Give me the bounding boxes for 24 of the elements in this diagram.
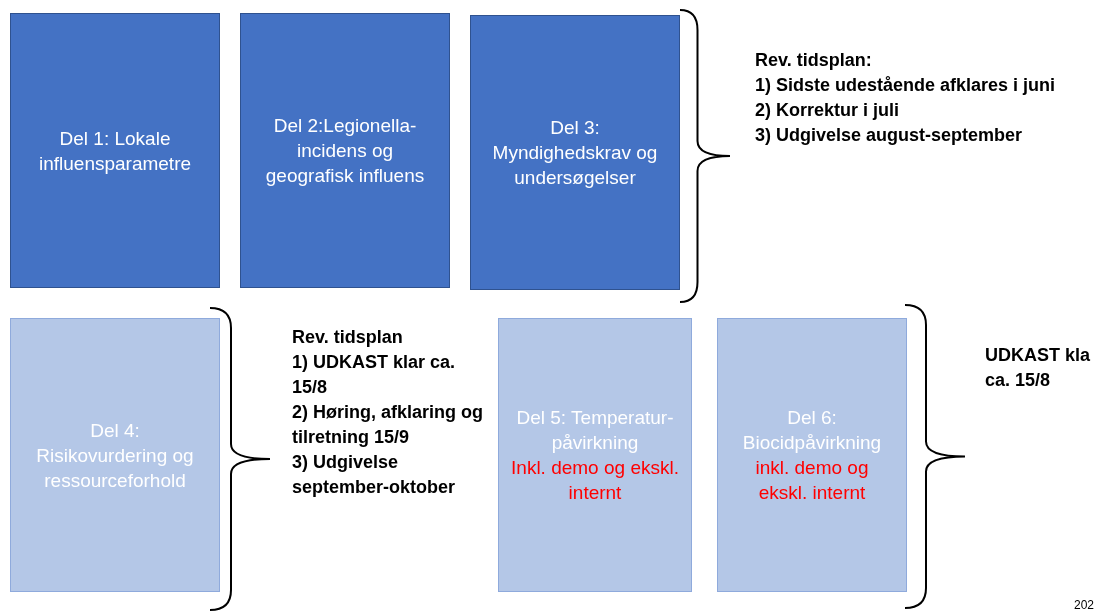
section-box: [10, 13, 220, 288]
section-box: [498, 318, 692, 592]
schedule-note: 3) Udgivelse august-september: [755, 124, 1024, 147]
schedule-note: Rev. tidsplan: [292, 326, 404, 349]
schedule-note: 1) Sidste udestående afklares i juni: [755, 74, 1057, 97]
section-box: [240, 13, 450, 288]
section-box: [470, 15, 680, 290]
section-box: [10, 318, 220, 592]
section-title: Del 5: Temperatur-påvirkning: [515, 406, 675, 455]
schedule-note: UDKAST kla ca. 15/8: [985, 344, 1092, 392]
schedule-note: 1) UDKAST klar ca. 15/8: [292, 351, 457, 399]
section-title: Del 2:Legionella-incidens og geografisk influens: [264, 114, 426, 188]
section-note: inkl. demo og ekskl. internt: [754, 456, 870, 505]
section-title: Del 4: Risikovurdering og ressourceforhold: [35, 418, 195, 493]
section-title: Del 1: Lokale influensparametre: [37, 126, 193, 176]
schedule-note: 2) Høring, afklaring og tilretning 15/9: [292, 401, 484, 449]
schedule-note: Rev. tidsplan:: [755, 49, 873, 72]
section-title: Del 6: Biocidpåvirkning: [741, 406, 883, 455]
section-box: [717, 318, 907, 592]
schedule-note: 2) Korrektur i juli: [755, 99, 901, 122]
section-note: Inkl. demo og ekskl. internt: [511, 456, 679, 505]
section-title: Del 3: Myndighedskrav og undersøgelser: [491, 116, 659, 190]
page-number: 202: [1074, 597, 1096, 612]
schedule-note: 3) Udgivelse september-oktober: [292, 451, 457, 499]
